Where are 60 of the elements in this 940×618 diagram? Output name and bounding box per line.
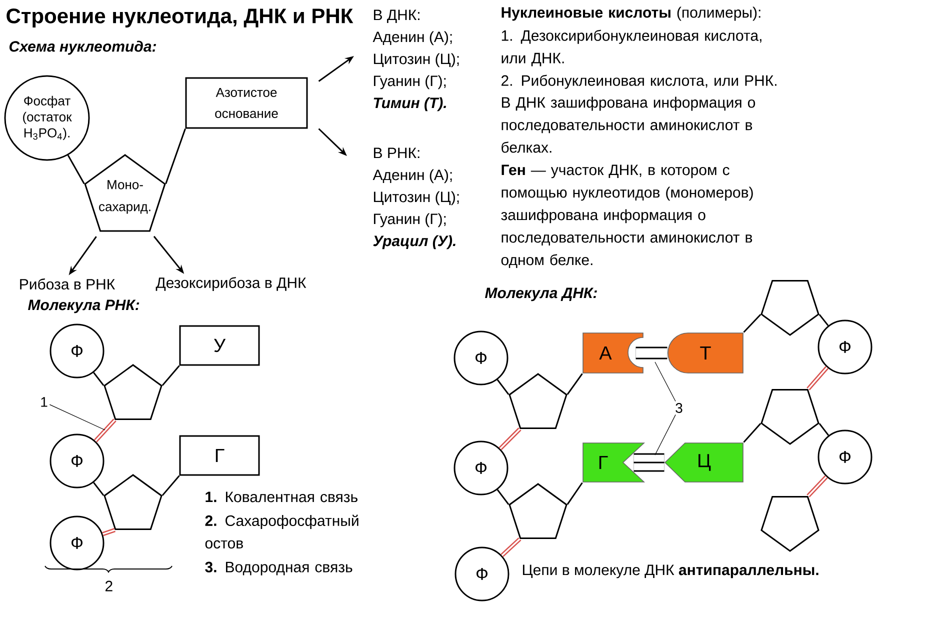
callout-number: 1 — [41, 397, 48, 407]
connector-line — [162, 365, 180, 386]
base-block: Ц — [664, 442, 744, 482]
connector-line — [743, 423, 762, 443]
connector-line — [496, 379, 510, 395]
callout-number: 3 — [676, 403, 682, 413]
covalent-bond — [806, 366, 829, 390]
list-item: 3. Водородная связь — [205, 562, 352, 576]
sugar-pentagon: Моно- сахарид. — [84, 154, 166, 232]
paragraph: В ДНК зашифрована информация о последовательности аминокислот в белках. — [502, 96, 756, 153]
leader-line — [49, 404, 106, 430]
brace-label: 2 — [106, 580, 112, 592]
connector-line — [818, 314, 829, 326]
connector-line — [496, 489, 510, 505]
sugar-pentagon — [104, 474, 162, 530]
covalent-bond — [500, 537, 522, 558]
hydrogen-bond — [634, 453, 664, 472]
connector-line — [162, 475, 180, 496]
base-box: Г — [179, 435, 260, 476]
hydrogen-bond — [636, 346, 668, 360]
paragraph: 1. Дезоксирибонуклеиновая кислота, или ДНК. — [502, 30, 762, 66]
covalent-bond — [498, 428, 522, 450]
covalent-bond — [102, 528, 116, 536]
list-item: 2. Сахарофосфатный остов — [205, 514, 358, 548]
connector-line — [93, 482, 104, 496]
connector-line — [818, 423, 830, 436]
base-list: В РНК: Аденин (А); Цитозин (Ц); Гуанин (Г); Урацил (У). — [372, 148, 459, 250]
connector-line — [165, 128, 186, 184]
base-block: Г — [582, 442, 646, 482]
heading: Молекула ДНК: — [485, 288, 597, 302]
base-box: Азотистое основание — [185, 77, 308, 129]
connector-line — [93, 372, 104, 386]
sugar-label: Рибоза в РНК — [20, 278, 116, 290]
connector-line — [566, 373, 583, 395]
heading: Схема нуклеотида: — [10, 40, 156, 55]
base-block: Т — [668, 332, 744, 374]
sugar-pentagon — [508, 483, 568, 539]
connector-line — [67, 154, 85, 184]
sugar-pentagon — [760, 388, 820, 445]
connector-line — [743, 314, 762, 333]
sugar-pentagon — [760, 280, 820, 336]
connector-line — [566, 482, 583, 505]
leader-line — [654, 362, 676, 402]
leader-line — [654, 414, 676, 456]
title: Строение нуклеотида, ДНК и РНК — [6, 8, 354, 28]
base-block: А — [582, 332, 644, 374]
heading: Молекула РНК: — [28, 300, 140, 314]
list-item: 1. Ковалентная связь — [206, 492, 358, 502]
caption: Цепи в молекуле ДНК антипараллельны. — [522, 564, 818, 578]
paragraph: Нуклеиновые кислоты (полимеры): — [502, 6, 760, 21]
sugar-label: Дезоксирибоза в ДНК — [156, 276, 306, 292]
sugar-pentagon — [104, 364, 162, 420]
covalent-bond — [806, 475, 828, 498]
base-list: В ДНК: Аденин (А); Цитозин (Ц); Гуанин (Г); Тимин (Т). — [372, 10, 459, 112]
paragraph: 2. Рибонуклеиновая кислота, или РНК. — [502, 74, 776, 89]
sugar-pentagon — [508, 373, 568, 429]
base-box: У — [179, 325, 260, 366]
covalent-bond — [94, 418, 116, 442]
paragraph: Ген — участок ДНК, в котором с помощью нуклеотидов (мономеров) зашифрована информация о последовательности аминокислот в одном белке. — [501, 164, 753, 268]
sugar-pentagon — [760, 496, 820, 552]
